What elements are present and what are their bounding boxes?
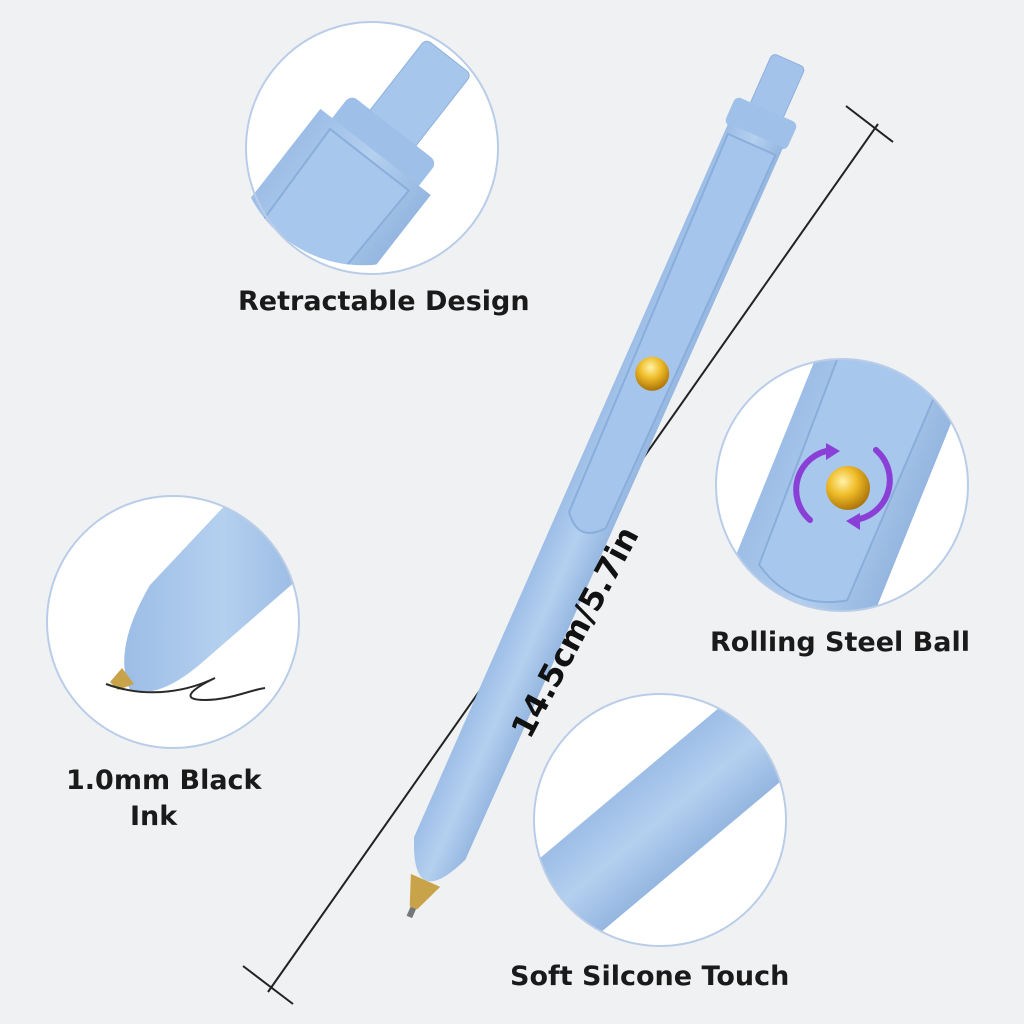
label-ink-line2: Ink bbox=[130, 801, 178, 832]
label-retractable-design: Retractable Design bbox=[238, 286, 530, 317]
detail-circle-soft-touch bbox=[495, 671, 825, 969]
detail-circle-rolling-ball bbox=[709, 323, 969, 650]
label-rolling-steel-ball: Rolling Steel Ball bbox=[710, 627, 970, 658]
pen-main bbox=[406, 54, 805, 919]
steel-ball-closeup-icon bbox=[826, 466, 870, 510]
steel-ball-icon bbox=[635, 356, 670, 391]
label-ink-line1: 1.0mm Black bbox=[66, 765, 262, 796]
label-soft-silicone-touch: Soft Silcone Touch bbox=[510, 961, 790, 992]
detail-circle-ink-tip bbox=[46, 495, 300, 749]
